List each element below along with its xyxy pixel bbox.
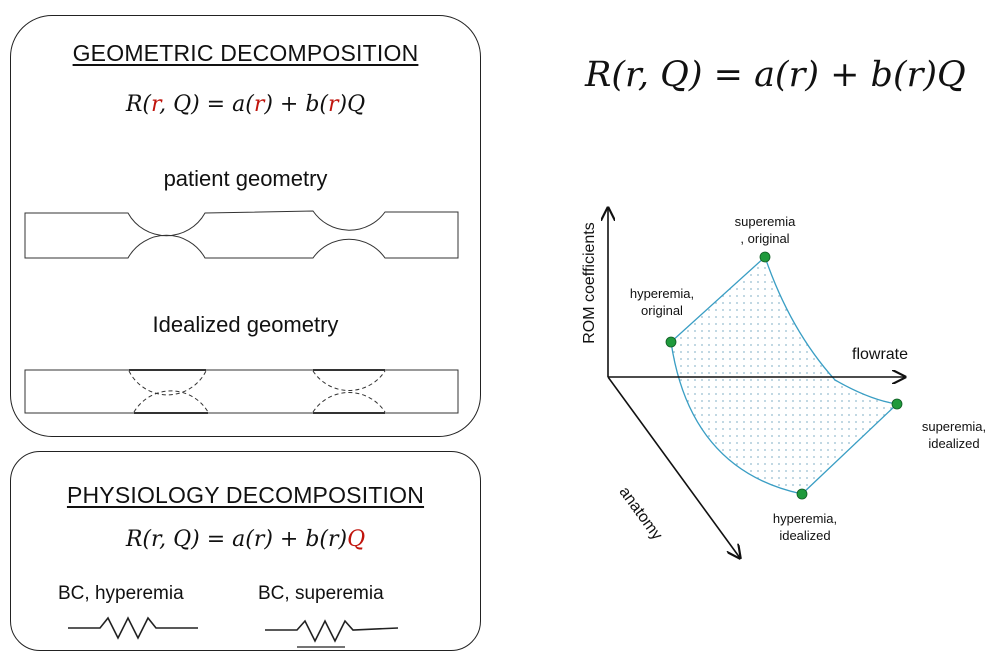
y-axis-label: ROM coefficients bbox=[581, 222, 598, 344]
point-superemia-idealized bbox=[891, 398, 903, 410]
resistor-drawings bbox=[68, 616, 399, 648]
geometric-decomposition-title: GEOMETRIC DECOMPOSITION bbox=[72, 40, 419, 66]
z-axis bbox=[607, 376, 740, 558]
idealized-geometry-label: Idealized geometry bbox=[152, 312, 339, 337]
physiology-equation: R(r, Q) = a(r) + b(r)Q bbox=[125, 527, 366, 552]
resistor-hyperemia bbox=[68, 616, 198, 640]
label-superemia-original: superemia , original bbox=[734, 214, 796, 246]
geometric-decomposition-panel: GEOMETRIC DECOMPOSITION R(r, Q) = a(r) +… bbox=[10, 15, 481, 437]
resistor-superemia bbox=[265, 619, 399, 643]
main-equation: R(r, Q) = a(r) + b(r)Q bbox=[585, 55, 966, 95]
idealized-vessel-shape bbox=[24, 369, 459, 414]
bc-hyperemia-label: BC, hyperemia bbox=[58, 583, 184, 604]
physiology-decomposition-panel: PHYSIOLOGY DECOMPOSITION R(r, Q) = a(r) … bbox=[10, 451, 481, 651]
point-hyperemia-idealized bbox=[796, 488, 808, 500]
x-axis-label: flowrate bbox=[852, 346, 909, 363]
bc-superemia-label: BC, superemia bbox=[258, 583, 384, 604]
label-superemia-idealized: superemia, idealized bbox=[921, 419, 987, 451]
point-superemia-original bbox=[759, 251, 771, 263]
geometric-equation: R(r, Q) = a(r) + b(r)Q bbox=[125, 92, 366, 117]
label-hyperemia-idealized: hyperemia, idealized bbox=[772, 511, 838, 543]
response-surface bbox=[670, 255, 899, 495]
vessel-drawings bbox=[24, 210, 459, 414]
label-hyperemia-original: hyperemia, original bbox=[629, 286, 695, 318]
patient-vessel-shape bbox=[24, 210, 459, 259]
point-hyperemia-original bbox=[665, 336, 677, 348]
patient-geometry-label: patient geometry bbox=[163, 166, 328, 191]
physiology-decomposition-title: PHYSIOLOGY DECOMPOSITION bbox=[66, 482, 425, 508]
